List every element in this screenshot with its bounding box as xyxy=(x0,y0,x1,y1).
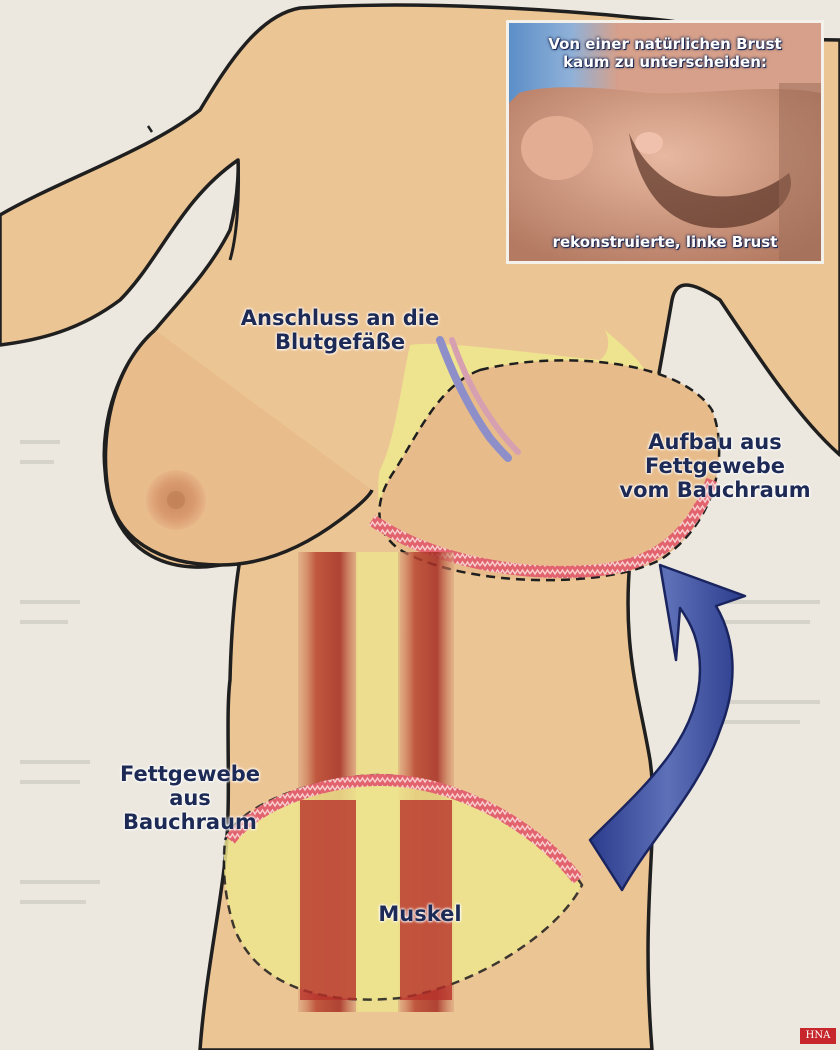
label-muscle: Muskel xyxy=(360,902,480,926)
muscle-left-lower xyxy=(300,800,356,1000)
nipple xyxy=(167,491,185,509)
muscle-right-lower xyxy=(400,800,452,1000)
label-vessels: Anschluss an die Blutgefäße xyxy=(220,306,460,354)
inset-caption-bottom: rekonstruierte, linke Brust xyxy=(509,233,821,251)
publisher-badge: HNA xyxy=(800,1028,836,1044)
photo-inset: Von einer natürlichen Brust kaum zu unte… xyxy=(506,20,824,264)
inset-caption-top: Von einer natürlichen Brust kaum zu unte… xyxy=(509,35,821,71)
label-abdominal-fat: Fettgewebe aus Bauchraum xyxy=(110,762,270,834)
label-build-from-fat: Aufbau aus Fettgewebe vom Bauchraum xyxy=(600,430,830,502)
shoulder-mark xyxy=(148,126,152,132)
